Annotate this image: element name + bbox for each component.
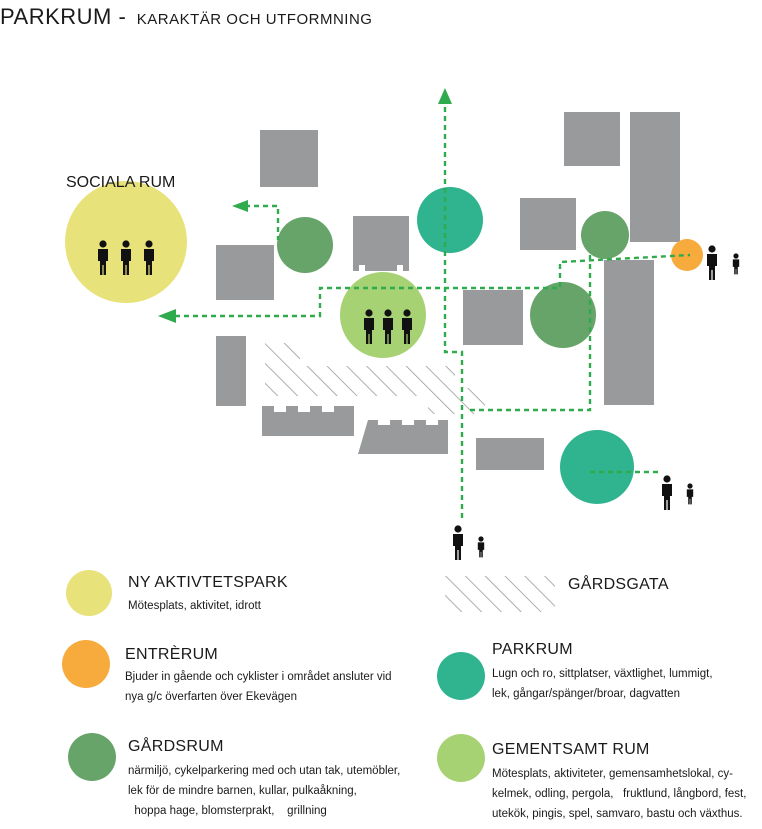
courtyard-street <box>265 343 485 414</box>
legend-title: PARKRUM <box>492 641 573 658</box>
building <box>630 112 680 242</box>
adult-child-icon <box>453 525 463 560</box>
legend-hatch-swatch <box>445 576 555 612</box>
legend-dot-orange <box>62 640 110 688</box>
adult-child-icon <box>707 245 717 280</box>
page-title-main: PARKRUM - <box>0 4 127 29</box>
park-circle <box>417 187 483 253</box>
legend-title: ENTRÈRUM <box>125 646 219 663</box>
arrow-left <box>158 309 176 323</box>
walkways <box>175 100 691 518</box>
adult-child-icon <box>732 253 740 275</box>
legend-title: GÅRDSRUM <box>128 738 224 755</box>
path-arrows <box>158 88 452 323</box>
building <box>358 420 448 454</box>
shared-space-circle <box>340 272 426 358</box>
legend-desc: Lugn och ro, sittplatser, växtlighet, lu… <box>492 668 713 680</box>
legend-dot-courtyard <box>68 733 116 781</box>
site-plan-map: SOCIALA RUM <box>65 88 740 560</box>
building <box>353 216 409 271</box>
legend-desc: hoppa hage, blomsterprakt, grillning <box>128 805 327 817</box>
legend-desc: Mötesplats, aktiviteter, gemensamhetslok… <box>492 768 733 780</box>
adult-child-icon <box>686 483 694 505</box>
legend-desc: lek för de mindre barnen, kullar, pulkaå… <box>128 785 357 797</box>
arrow-left <box>232 200 248 212</box>
park-circle <box>560 430 634 504</box>
legend-desc: lek, gångar/spänger/broar, dagvatten <box>492 688 680 700</box>
legend-desc: närmiljö, cykelparkering med och utan ta… <box>128 765 401 777</box>
building <box>216 245 274 300</box>
legend-desc: Mötesplats, aktivitet, idrott <box>128 600 261 612</box>
arrow-up <box>438 88 452 104</box>
legend-desc: Bjuder in gående och cyklister i området… <box>125 671 392 683</box>
legend-dot-yellow <box>66 570 112 616</box>
legend-dot-park <box>437 652 485 700</box>
building <box>260 130 318 187</box>
legend-title: NY AKTIVTETSPARK <box>128 574 288 591</box>
courtyard-circle <box>277 217 333 273</box>
building <box>564 112 620 166</box>
legend-desc: kelmek, odling, pergola, fruktlund, lång… <box>492 788 747 800</box>
buildings <box>216 112 680 470</box>
building <box>604 260 654 405</box>
building <box>476 438 544 470</box>
legend-dot-shared <box>437 734 485 782</box>
courtyard-circle <box>530 282 596 348</box>
building <box>216 336 246 406</box>
legend-title: GEMENTSAMT RUM <box>492 741 650 758</box>
courtyard-circle <box>581 211 629 259</box>
adult-child-icon <box>662 475 672 510</box>
page-title-sub: KARAKTÄR OCH UTFORMNING <box>136 11 373 28</box>
social-spaces-label: SOCIALA RUM <box>66 174 175 191</box>
legend-desc: utekök, pingis, spel, samvaro, bastu och… <box>492 808 743 820</box>
page-title: PARKRUM - KARAKTÄR OCH UTFORMNING <box>0 4 372 30</box>
entrance-circle <box>671 239 703 271</box>
legend-desc: nya g/c överfarten över Ekevägen <box>125 691 297 703</box>
building <box>463 290 523 345</box>
legend-title: GÅRDSGATA <box>568 576 669 593</box>
building <box>520 198 576 250</box>
adult-child-icon <box>477 536 485 558</box>
building <box>262 406 354 436</box>
